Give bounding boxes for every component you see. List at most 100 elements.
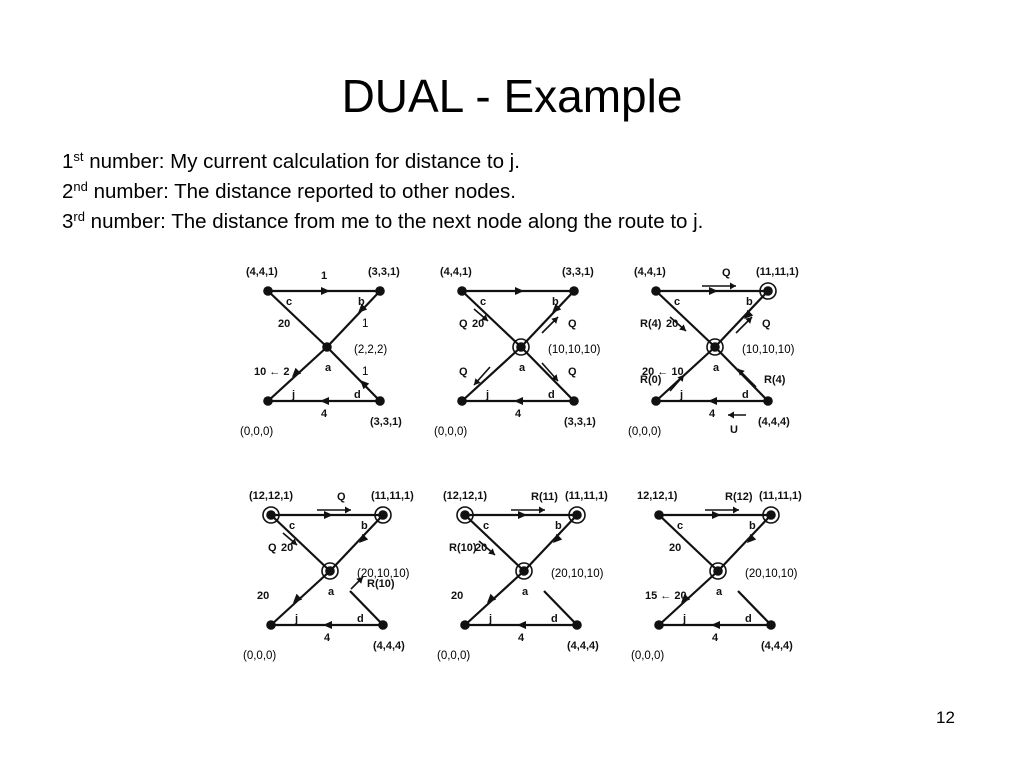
msg-query: Q [762, 318, 771, 330]
edge-label-j: j [682, 613, 686, 625]
edge-label-bottom: 4 [709, 408, 716, 420]
node-label-bl: (0,0,0) [631, 650, 664, 662]
node-tl [266, 510, 276, 520]
node-ring [321, 562, 339, 580]
edge-label-c: c [677, 520, 683, 532]
node-ring [762, 506, 780, 524]
msg-reply: R(0) [640, 374, 662, 386]
node-label-tr: (11,11,1) [371, 490, 414, 502]
edge-a-br [326, 346, 381, 402]
msg-top: R(11) [531, 491, 558, 503]
edge-label-top: 1 [321, 270, 327, 282]
next-hop-arrow [487, 593, 497, 603]
edge-label-cost-a: 20 [257, 590, 269, 602]
message-layer: R(11) R(10) [449, 491, 558, 556]
edge-label-diag-lower: 1 [362, 366, 368, 378]
edge-label-b: b [746, 296, 753, 308]
node-ring [374, 506, 392, 524]
node-a [710, 342, 720, 352]
edge-label-a: a [519, 362, 526, 374]
edge-label-cost-a: 15 ← 20 [645, 590, 687, 602]
node-label-bl: (0,0,0) [628, 426, 661, 438]
node-tl [457, 286, 467, 296]
edge-a-tr [326, 290, 381, 348]
node-label-br: (3,3,1) [370, 416, 402, 428]
edge-label-d: d [548, 389, 555, 401]
msg-query: Q [459, 318, 468, 330]
msg-reply: R(10) [449, 542, 477, 554]
edge-label-cost-a: 10 ← 2 [254, 366, 289, 378]
node-label-a: (2,2,2) [354, 344, 387, 356]
next-hop-arrow [709, 287, 718, 295]
msg-query: Q [459, 366, 468, 378]
edge-label-a: a [522, 586, 529, 598]
node-label-bl: (0,0,0) [240, 426, 273, 438]
next-hop-arrow [552, 303, 562, 313]
node-tr [763, 286, 773, 296]
msg-reply: R(4) [764, 374, 786, 386]
msg-query: Q [268, 542, 277, 554]
node-bl [457, 396, 467, 406]
edge-label-b: b [555, 520, 562, 532]
network-panel-6: 12,12,1)(11,11,1)(20,10,10)(0,0,0)(4,4,4… [631, 490, 802, 662]
edge-label-j: j [291, 389, 295, 401]
edge-label-bottom: 4 [321, 408, 328, 420]
network-panel-5: (12,12,1)(11,11,1)(20,10,10)(0,0,0)(4,4,… [437, 490, 608, 662]
edge-a-tr [523, 514, 578, 572]
node-tr [569, 286, 579, 296]
next-hop-arrow [518, 511, 527, 519]
msg-arrow-head [733, 506, 739, 514]
note-number: 2 [62, 180, 74, 203]
note-ordinal: nd [73, 179, 88, 194]
next-hop-arrow [359, 533, 369, 543]
msg-update: U [730, 424, 738, 436]
node-label-br: (4,4,4) [758, 416, 790, 428]
edge-label-c: c [483, 520, 489, 532]
edge-a-br [714, 346, 769, 402]
node-label-tr: (3,3,1) [368, 266, 400, 278]
edge-label-d: d [357, 613, 364, 625]
node-label-a: (10,10,10) [742, 344, 795, 356]
node-label-bl: (0,0,0) [437, 650, 470, 662]
next-hop-arrow [708, 397, 717, 405]
next-hop-arrow [744, 309, 754, 319]
edge-a-tr [714, 290, 769, 348]
msg-arrow-head [728, 411, 734, 419]
msg-arrow-head [356, 577, 363, 584]
edge-label-d: d [745, 613, 752, 625]
msg-arrow-head [730, 282, 736, 290]
edge-label-b: b [552, 296, 559, 308]
node-tl [651, 286, 661, 296]
node-a [713, 566, 723, 576]
node-bl [266, 620, 276, 630]
edge-label-diag-left: 20 [281, 542, 293, 554]
node-br [572, 620, 582, 630]
node-tl [460, 510, 470, 520]
edge-label-a: a [713, 362, 720, 374]
node-ring [709, 562, 727, 580]
next-hop-arrow [711, 621, 720, 629]
edge-label-c: c [480, 296, 486, 308]
next-hop-arrow [358, 303, 368, 313]
node-bl [651, 396, 661, 406]
node-label-tl: (4,4,1) [246, 266, 278, 278]
node-a [325, 566, 335, 576]
node-tl [654, 510, 664, 520]
next-hop-arrow [324, 511, 333, 519]
edge-label-bottom: 4 [712, 632, 719, 644]
note-text: number: My current calculation for dista… [83, 150, 520, 173]
node-ring [456, 506, 474, 524]
node-label-br: (4,4,4) [373, 640, 405, 652]
slide-title: DUAL - Example [341, 70, 683, 122]
node-a [519, 566, 529, 576]
note-number: 1 [62, 150, 74, 173]
edge-tl-a [658, 514, 719, 572]
node-label-tl: (4,4,1) [440, 266, 472, 278]
next-hop-arrow [514, 397, 523, 405]
edge-label-d: d [354, 389, 361, 401]
edge-label-j: j [485, 389, 489, 401]
node-label-br: (3,3,1) [564, 416, 596, 428]
edge-label-b: b [749, 520, 756, 532]
edge-label-d: d [551, 613, 558, 625]
